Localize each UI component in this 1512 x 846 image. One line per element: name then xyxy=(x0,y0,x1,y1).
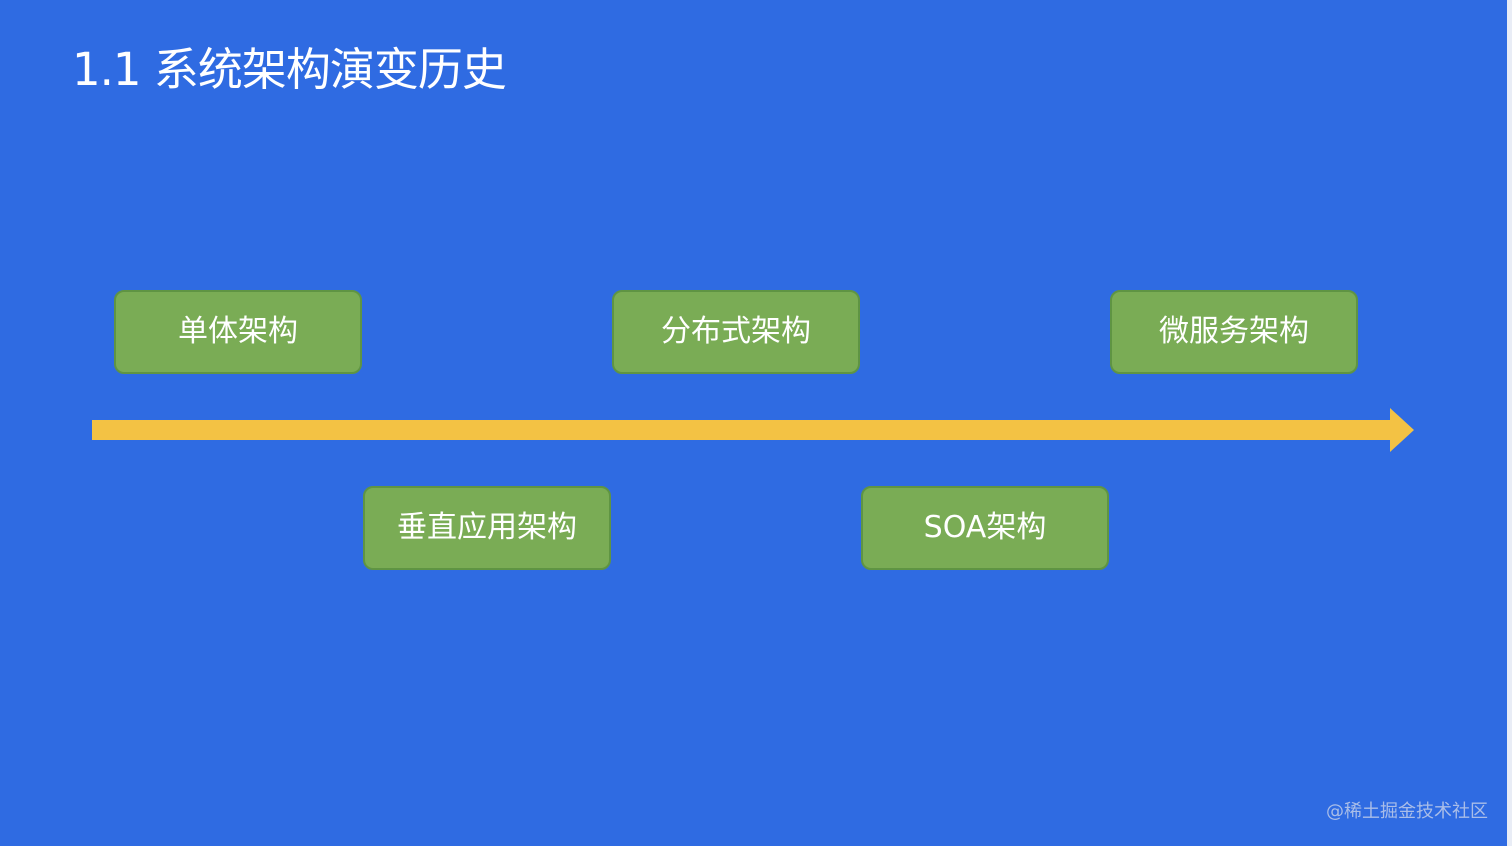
stage-label: SOA架构 xyxy=(923,510,1047,545)
stage-soa: SOA架构 xyxy=(861,486,1109,570)
watermark-text: @稀土掘金技术社区 xyxy=(1326,801,1488,822)
right-edge-strip xyxy=(1507,0,1512,846)
slide-title: 1.1 系统架构演变历史 xyxy=(72,43,507,96)
stage-label: 垂直应用架构 xyxy=(397,510,577,545)
stage-monolithic: 单体架构 xyxy=(114,290,362,374)
timeline-arrow xyxy=(92,408,1414,452)
stage-label: 单体架构 xyxy=(178,314,298,349)
stage-microservices: 微服务架构 xyxy=(1110,290,1358,374)
stage-label: 微服务架构 xyxy=(1159,314,1309,349)
stage-label: 分布式架构 xyxy=(661,314,811,349)
stage-vertical-application: 垂直应用架构 xyxy=(363,486,611,570)
stage-distributed: 分布式架构 xyxy=(612,290,860,374)
timeline-arrow-shape xyxy=(92,408,1414,452)
